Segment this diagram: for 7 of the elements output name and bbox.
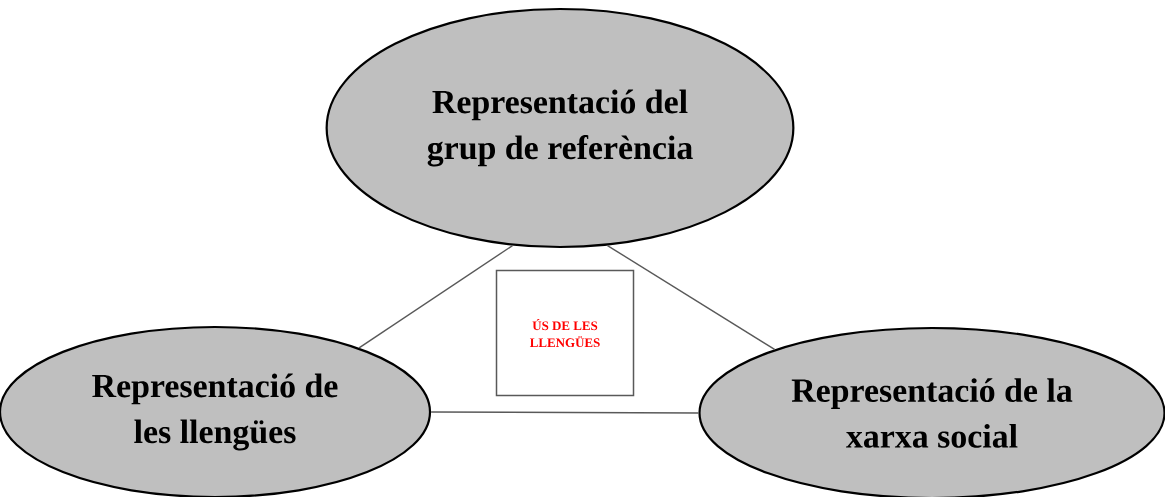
ellipse-node: Representació de la xarxa social <box>698 326 1165 497</box>
text-box: ÚS DE LES LLENGÜES <box>495 269 635 397</box>
ellipse-node: Representació del grup de referència <box>325 7 795 249</box>
connector-line <box>606 244 776 351</box>
ellipse-node: Representació de les llengües <box>0 325 432 497</box>
connector-line <box>358 244 514 349</box>
connector-line <box>430 411 700 414</box>
